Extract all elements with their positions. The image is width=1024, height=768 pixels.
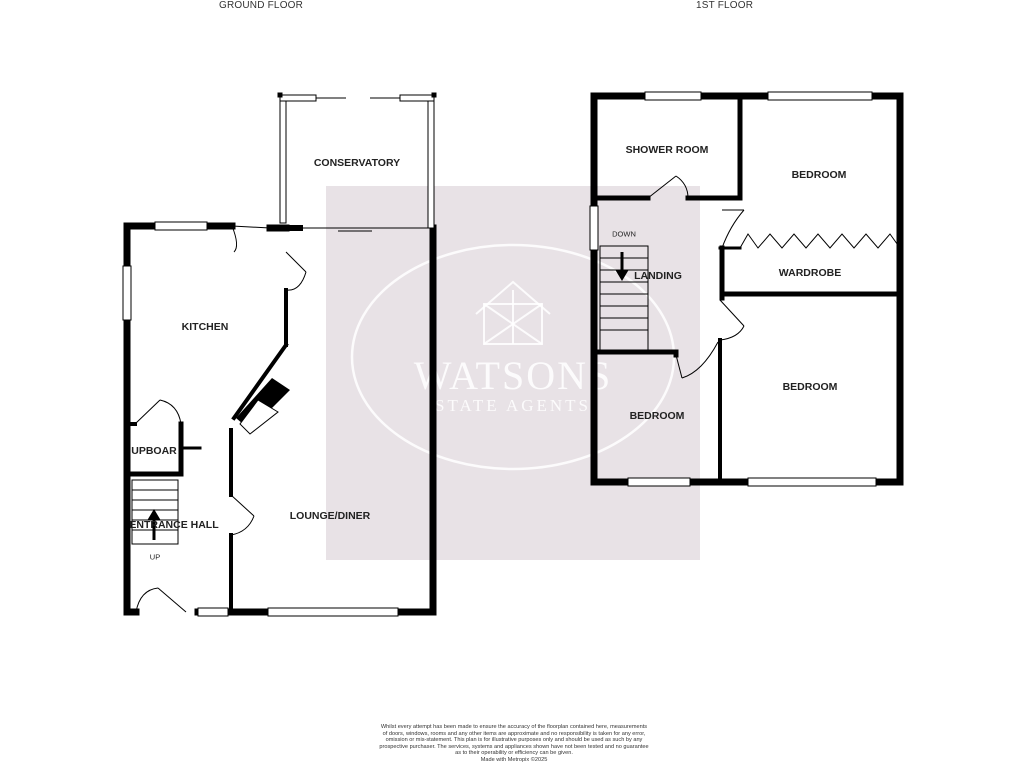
watermark-subtitle: STATE AGENTS <box>434 396 592 415</box>
ground-floor-title: GROUND FLOOR <box>219 0 304 11</box>
first-floor-doors <box>647 175 745 379</box>
room-label-shower-room: SHOWER ROOM <box>625 144 709 156</box>
room-label-bedroom-top-right: BEDROOM <box>791 169 847 181</box>
room-label-bedroom-bottom-right: BEDROOM <box>782 381 838 393</box>
first-floor-windows <box>589 91 877 487</box>
disclaimer-line: prospective purchaser. The services, sys… <box>379 743 649 750</box>
room-label-wardrobe: WARDROBE <box>778 267 842 279</box>
disclaimer-line: as to their operability or efficiency ca… <box>455 750 573 757</box>
watermark: WATSONS STATE AGENTS <box>326 186 700 560</box>
ground-floor-windows <box>122 221 399 617</box>
disclaimer-line: Made with Metropix ©2025 <box>480 756 548 763</box>
disclaimer-line: of doors, windows, rooms and any other i… <box>382 730 646 737</box>
room-label-conservatory: CONSERVATORY <box>313 157 401 169</box>
room-label-cupboard: UPBOAR <box>131 445 177 457</box>
ground-floor-walls <box>123 222 437 616</box>
ground-stairs <box>131 479 179 545</box>
watermark-title: WATSONS <box>413 353 613 398</box>
room-label-landing: LANDING <box>634 270 682 282</box>
conservatory-frame <box>277 92 437 232</box>
first-stairs <box>599 245 649 351</box>
room-label-bedroom-bottom-left: BEDROOM <box>629 410 685 422</box>
disclaimer-line: Whilst every attempt has been made to en… <box>380 724 648 730</box>
stairs-down-label: DOWN <box>612 229 636 239</box>
disclaimer-line: omission or mis-statement. This plan is … <box>385 737 643 744</box>
first-floor-title: 1ST FLOOR <box>696 0 754 11</box>
room-label-kitchen: KITCHEN <box>181 321 229 333</box>
stairs-up-label: UP <box>149 552 161 562</box>
room-label-lounge-diner: LOUNGE/DINER <box>289 510 371 522</box>
wardrobe-doors <box>739 233 901 249</box>
disclaimer: Whilst every attempt has been made to en… <box>352 724 676 764</box>
ground-floor-doors <box>134 225 307 613</box>
room-label-entrance-hall: ENTRANCE HALL <box>129 519 219 531</box>
